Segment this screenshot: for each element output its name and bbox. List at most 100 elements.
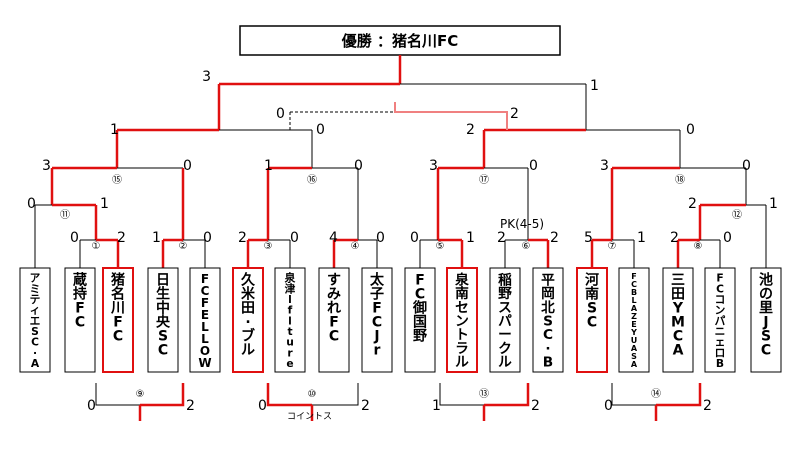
score-m8-right: 0 (723, 230, 732, 246)
team-box (532, 267, 564, 373)
match-mark-9: ⑨ (136, 389, 145, 400)
team-box (318, 267, 350, 373)
score-m12-right: 1 (769, 196, 778, 212)
team-name: 久米田·ブル (240, 272, 256, 359)
score-m2-right: 0 (203, 230, 212, 246)
score-m15-right: 0 (183, 158, 192, 174)
score-m18-right: 0 (742, 158, 751, 174)
match-mark-6: ⑥ (522, 241, 531, 252)
match-mark-7: ⑦ (608, 241, 617, 252)
score-m9-left: 0 (87, 398, 96, 414)
coin-toss-note: コイントス (287, 412, 332, 422)
team-box (274, 267, 306, 373)
pk-note: PK(4-5) (500, 217, 544, 231)
match-mark-11: ⑪ (60, 209, 70, 221)
score-sf1-right: 0 (316, 122, 325, 138)
match-mark-14: ⑭ (651, 388, 661, 400)
score-m17-right: 0 (529, 158, 538, 174)
team-box (750, 267, 782, 373)
score-m9-right: 2 (186, 398, 195, 414)
score-m10-right: 2 (361, 398, 370, 414)
team-name: 泉南セントラル (454, 271, 469, 370)
score-m13-left: 1 (432, 398, 441, 414)
match-mark-1: ① (92, 241, 101, 252)
match-mark-16: ⑯ (307, 174, 317, 186)
score-m15-left: 3 (42, 158, 51, 174)
match-mark-12: ⑫ (732, 209, 742, 221)
team-box (19, 267, 51, 373)
scores: 3 1 1 0 2 0 0 2 3 0 1 0 3 0 3 0 0 1 2 1 … (27, 69, 778, 414)
team-box (64, 267, 96, 373)
score-m7-left: 5 (584, 230, 593, 246)
team-box (704, 267, 736, 373)
score-m4-right: 0 (376, 230, 385, 246)
score-m11-right: 1 (100, 196, 109, 212)
score-m13-right: 2 (531, 398, 540, 414)
champion-label: 優勝 ：猪名川FC (341, 32, 458, 50)
score-m1-right: 2 (117, 230, 126, 246)
score-m6-left: 2 (497, 230, 506, 246)
match-mark-13: ⑬ (479, 388, 489, 400)
match-marks: ① ② ③ ④ ⑤ ⑥ ⑦ ⑧ ⑨ ⑩ ⑪ ⑫ ⑬ ⑭ ⑮ ⑯ ⑰ ⑱ (60, 174, 742, 400)
score-third-right: 2 (510, 106, 519, 122)
champion-box (239, 25, 561, 56)
score-m14-right: 2 (703, 398, 712, 414)
score-m17-left: 3 (429, 158, 438, 174)
score-sf2-right: 0 (686, 122, 695, 138)
team-box (232, 267, 264, 373)
match-mark-4: ④ (351, 241, 360, 252)
score-m3-right: 0 (290, 230, 299, 246)
score-final-right: 1 (590, 78, 599, 94)
score-m6-right: 2 (550, 230, 559, 246)
team-box (618, 267, 650, 373)
score-m4-left: 4 (329, 230, 338, 246)
score-third-left: 0 (276, 106, 285, 122)
match-mark-17: ⑰ (479, 174, 489, 186)
team-box (361, 267, 393, 373)
bracket-lines (34, 55, 767, 421)
score-m2-left: 1 (152, 230, 161, 246)
score-m10-left: 0 (258, 398, 267, 414)
score-m1-left: 0 (70, 230, 79, 246)
score-m14-left: 0 (604, 398, 613, 414)
match-mark-18: ⑱ (675, 174, 685, 186)
match-mark-2: ② (179, 241, 188, 252)
team-box (404, 267, 436, 373)
match-mark-3: ③ (264, 241, 273, 252)
score-m16-left: 1 (264, 158, 273, 174)
match-mark-15: ⑮ (112, 174, 122, 186)
team-box (576, 267, 608, 373)
score-sf2-left: 2 (466, 122, 475, 138)
score-m5-right: 1 (466, 230, 475, 246)
match-mark-8: ⑧ (694, 241, 703, 252)
score-m12-left: 2 (688, 196, 697, 212)
score-m3-left: 2 (238, 230, 247, 246)
match-mark-5: ⑤ (436, 241, 445, 252)
score-final-left: 3 (202, 69, 211, 85)
score-m8-left: 2 (670, 230, 679, 246)
match-mark-10: ⑩ (308, 389, 317, 400)
team-box (446, 267, 478, 373)
team-box (662, 267, 694, 373)
team-box (147, 267, 179, 373)
score-m5-left: 0 (410, 230, 419, 246)
team-name: 稲野スパークル (498, 271, 512, 370)
team-box (489, 267, 521, 373)
score-m16-right: 0 (354, 158, 363, 174)
